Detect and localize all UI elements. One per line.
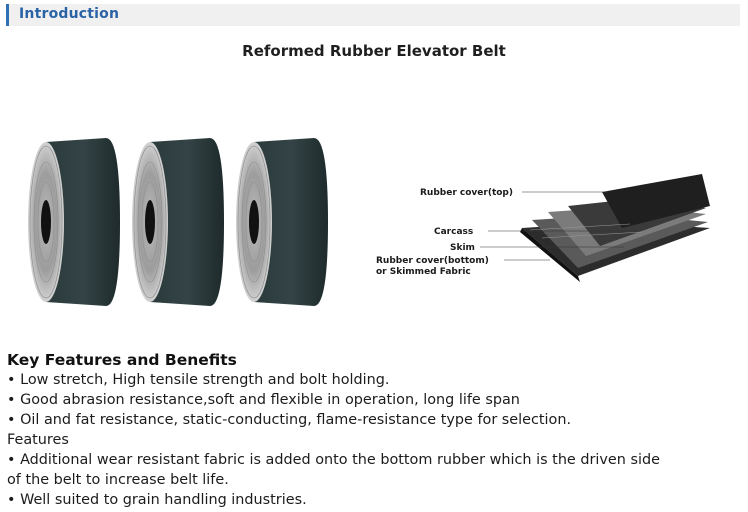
feature-line: of the belt to increase belt life. [7,472,229,488]
section-header: Introduction [6,4,740,26]
belt-roll [28,138,120,306]
belt-rolls-image [28,138,328,306]
belt-roll [236,138,328,306]
section-title: Introduction [19,6,120,22]
feature-line: • Good abrasion resistance,soft and flex… [7,392,520,408]
label-skimmed-fabric: or Skimmed Fabric [376,267,471,277]
feature-line: • Well suited to grain handling industri… [7,492,307,508]
belt-cross-section [520,174,710,282]
feature-line: • Low stretch, High tensile strength and… [7,372,390,388]
belt-roll [132,138,224,306]
label-rubber-cover-bottom: Rubber cover(bottom) [376,256,489,266]
features-section: Key Features and Benefits • Low stretch,… [7,350,707,510]
label-skim: Skim [450,243,475,253]
feature-subheading: Features [7,432,69,448]
feature-line: • Oil and fat resistance, static-conduct… [7,412,572,428]
belt-layer-diagram: Rubber cover(top) Carcass Skim Rubber co… [376,174,710,282]
section-accent-bar [6,4,9,26]
features-heading: Key Features and Benefits [7,351,237,369]
label-carcass: Carcass [434,227,473,237]
feature-line: • Additional wear resistant fabric is ad… [7,452,660,468]
product-title: Reformed Rubber Elevator Belt [242,42,506,60]
label-rubber-cover-top: Rubber cover(top) [420,188,513,198]
